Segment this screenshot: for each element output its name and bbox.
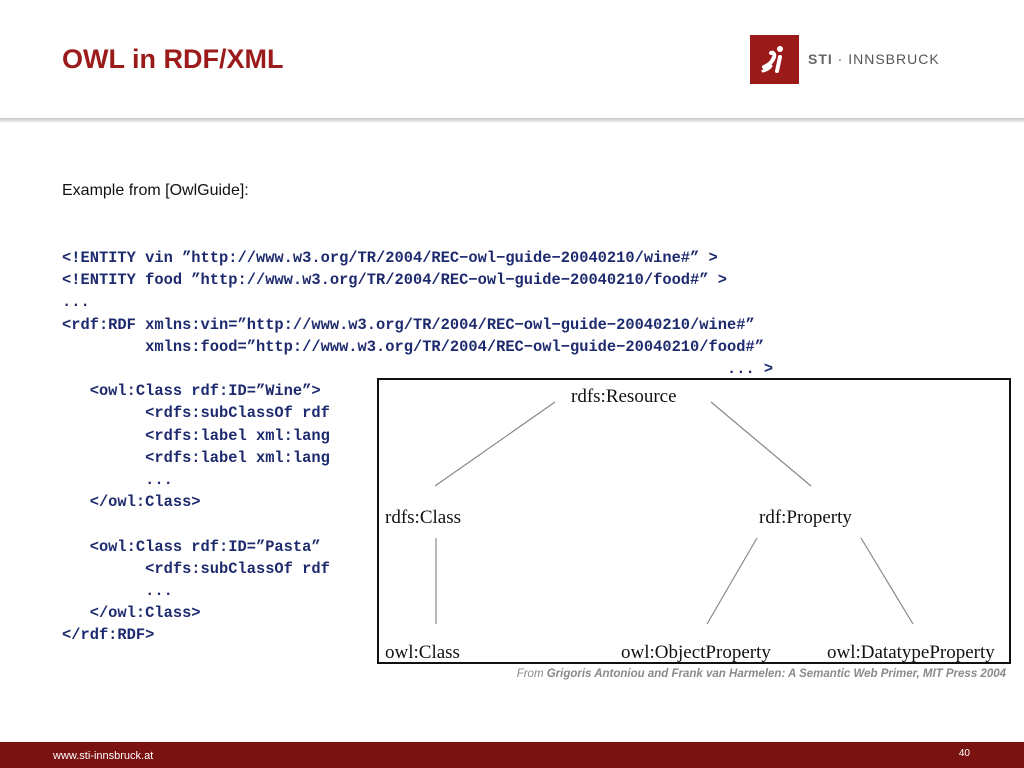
- diagram-canvas: rdfs:Resource rdfs:Class rdf:Property ow…: [385, 386, 995, 663]
- header-divider: [0, 118, 1024, 123]
- code-line: <!ENTITY food ”http://www.w3.org/TR/2004…: [62, 271, 727, 290]
- owl-hierarchy-diagram: rdfs:Resource rdfs:Class rdf:Property ow…: [377, 378, 1011, 664]
- code-line: <owl:Class rdf:ID=”Wine”>: [62, 382, 321, 401]
- intro-text: Example from [OwlGuide]:: [62, 182, 249, 199]
- node-owl-class: owl:Class: [385, 642, 460, 663]
- node-owl-objectproperty: owl:ObjectProperty: [621, 642, 771, 663]
- code-line: ... >: [62, 360, 774, 379]
- node-owl-datatypeproperty: owl:DatatypeProperty: [827, 642, 995, 663]
- sti-logo: STI · INNSBRUCK: [750, 34, 940, 84]
- code-line: <rdfs:subClassOf rdf: [62, 559, 330, 578]
- sti-logo-text: STI · INNSBRUCK: [808, 51, 940, 67]
- edge-property-objectproperty: [706, 537, 758, 625]
- code-line: xmlns:food=”http://www.w3.org/TR/2004/RE…: [62, 337, 764, 356]
- edge-resource-property: [710, 401, 812, 487]
- code-line: ...: [62, 471, 173, 490]
- page-number: 40: [958, 748, 970, 759]
- code-line: ...: [62, 582, 173, 601]
- footer-url: www.sti-innsbruck.at: [53, 750, 154, 762]
- code-line: <rdfs:subClassOf rdf: [62, 404, 330, 423]
- code-line: <rdfs:label xml:lang: [62, 426, 330, 445]
- edge-property-datatypeproperty: [860, 537, 914, 625]
- code-line: <!ENTITY vin ”http://www.w3.org/TR/2004/…: [62, 249, 718, 267]
- code-line: </rdf:RDF>: [62, 626, 155, 645]
- node-rdfs-resource: rdfs:Resource: [571, 386, 677, 407]
- node-rdfs-class: rdfs:Class: [385, 507, 461, 528]
- sti-logo-mark-icon: [750, 34, 799, 84]
- code-line: </owl:Class>: [62, 493, 201, 512]
- node-rdf-property: rdf:Property: [759, 507, 852, 528]
- code-line: </owl:Class>: [62, 604, 201, 623]
- code-listing: <!ENTITY vin ”http://www.w3.org/TR/2004/…: [62, 247, 773, 647]
- edge-resource-class: [434, 401, 556, 487]
- code-line: <rdf:RDF xmlns:vin=”http://www.w3.org/TR…: [62, 315, 755, 334]
- code-line: <rdfs:label xml:lang: [62, 448, 330, 467]
- slide-title: OWL in RDF/XML: [62, 44, 284, 74]
- caption-source: Grigoris Antoniou and Frank van Harmelen…: [546, 668, 1006, 680]
- figure-caption: From Grigoris Antoniou and Frank van Har…: [516, 668, 1006, 680]
- footer-bar: www.sti-innsbruck.at 40: [0, 742, 1024, 768]
- code-line: ...: [62, 293, 90, 312]
- code-line: <owl:Class rdf:ID=”Pasta”: [62, 537, 321, 556]
